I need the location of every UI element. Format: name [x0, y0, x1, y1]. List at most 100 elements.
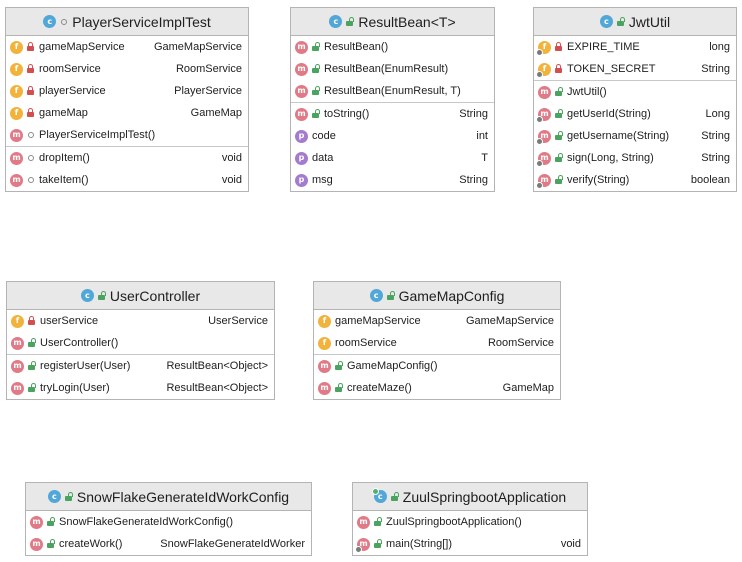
unlock-icon	[616, 16, 625, 27]
class-name: UserController	[109, 287, 201, 304]
property-icon: p	[295, 151, 308, 165]
member-name: createWork()	[59, 538, 123, 550]
member-type: boolean	[690, 174, 730, 186]
unlock-icon	[554, 153, 563, 163]
member-name: JwtUtil()	[567, 86, 607, 98]
method-icon: m	[318, 381, 331, 395]
field-icon: f	[10, 84, 23, 98]
package-icon	[26, 175, 35, 185]
class-icon: c	[47, 490, 61, 503]
member-name: code	[312, 130, 336, 142]
unlock-icon	[27, 361, 36, 371]
member-name: playerService	[39, 85, 106, 97]
method-icon: m	[295, 84, 308, 98]
class-name: JwtUtil	[628, 13, 671, 30]
member-type: GameMap	[502, 382, 554, 394]
member-type: ResultBean<Object>	[166, 360, 268, 372]
method-row[interactable]: m getUserId(String) Long	[534, 103, 736, 125]
member-type: String	[701, 63, 730, 75]
member-type: void	[221, 174, 242, 186]
class-header[interactable]: c UserController	[7, 282, 274, 310]
field-icon: f	[536, 40, 551, 56]
unlock-icon	[386, 290, 395, 301]
lock-icon	[27, 316, 36, 326]
member-name: main(String[])	[386, 538, 453, 550]
method-icon: m	[536, 107, 551, 123]
class-icon: c	[80, 289, 94, 302]
field-icon: f	[318, 314, 331, 328]
member-name: ResultBean()	[324, 41, 389, 53]
method-icon: m	[30, 537, 43, 551]
member-name: roomService	[39, 63, 101, 75]
member-name: msg	[312, 174, 333, 186]
field-icon: f	[10, 106, 23, 120]
lock-icon	[554, 64, 563, 74]
member-type: String	[701, 152, 730, 164]
member-type: RoomService	[175, 63, 242, 75]
member-name: ResultBean(EnumResult, T)	[324, 85, 461, 97]
method-icon: m	[10, 151, 23, 165]
member-type: String	[459, 108, 488, 120]
field-icon: f	[10, 40, 23, 54]
method-row[interactable]: m ResultBean(EnumResult, T)	[291, 80, 494, 102]
member-type: RoomService	[487, 337, 554, 349]
class-icon: c	[371, 488, 387, 503]
unlock-icon	[390, 491, 399, 502]
member-name: ResultBean(EnumResult)	[324, 63, 449, 75]
method-icon: m	[11, 381, 24, 395]
method-row[interactable]: m ResultBean(EnumResult)	[291, 58, 494, 80]
member-type: Long	[705, 108, 730, 120]
method-icon: m	[10, 128, 23, 142]
method-icon: m	[295, 62, 308, 76]
member-type: GameMapService	[465, 315, 554, 327]
member-name: getUserId(String)	[567, 108, 651, 120]
member-type: T	[481, 152, 488, 164]
